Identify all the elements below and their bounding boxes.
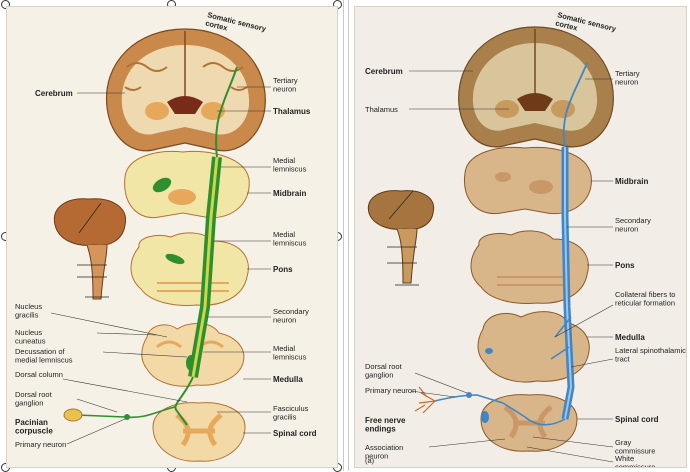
- label-spinal-cord-right: Spinal cord: [615, 415, 659, 424]
- midbrain-section-right: [463, 146, 592, 215]
- cerebrum-section-right: [458, 26, 614, 148]
- label-midbrain: Midbrain: [273, 189, 306, 198]
- leader-lines-left: [50, 86, 271, 445]
- spinal-cord-section: [152, 402, 246, 462]
- left-figure-panel[interactable]: Somatic sensorycortex: [6, 6, 338, 468]
- pons-section: [130, 232, 249, 306]
- dorsal-column-pathway: [63, 66, 238, 426]
- label-medulla-right: Medulla: [615, 333, 645, 342]
- label-thalamus-right: Thalamus: [365, 105, 398, 114]
- label-pons-right: Pons: [615, 261, 635, 270]
- leader-lines-right: [409, 70, 614, 463]
- side-brain-thumbnail-right: [367, 190, 435, 286]
- right-pathway-diagram: Somatic sensorycortex: [365, 10, 686, 467]
- label-figure-tag: (a): [365, 456, 375, 465]
- label-medulla: Medulla: [273, 375, 303, 384]
- panel-divider: [343, 0, 349, 471]
- label-dorsal-column: Dorsal column: [15, 370, 63, 379]
- midbrain-section: [124, 150, 250, 219]
- label-midbrain-right: Midbrain: [615, 177, 648, 186]
- left-pathway-diagram: Somatic sensorycortex: [15, 10, 317, 462]
- side-brain-thumbnail: [53, 198, 127, 300]
- label-cerebrum-right: Cerebrum: [365, 67, 403, 76]
- spinal-cord-section-right: [480, 394, 578, 452]
- selection-handle-top-left[interactable]: [1, 0, 10, 9]
- right-figure-panel[interactable]: Somatic sensorycortex: [354, 6, 687, 468]
- label-pons: Pons: [273, 265, 293, 274]
- label-primary-neuron-right: Primary neuron: [365, 386, 416, 395]
- label-thalamus: Thalamus: [273, 107, 311, 116]
- pons-section-right: [470, 230, 589, 304]
- label-spinal-cord: Spinal cord: [273, 429, 317, 438]
- spinothalamic-pathway: [414, 62, 588, 426]
- label-cerebrum: Cerebrum: [35, 89, 73, 98]
- cerebrum-section: [105, 28, 266, 152]
- label-primary-neuron: Primary neuron: [15, 440, 66, 449]
